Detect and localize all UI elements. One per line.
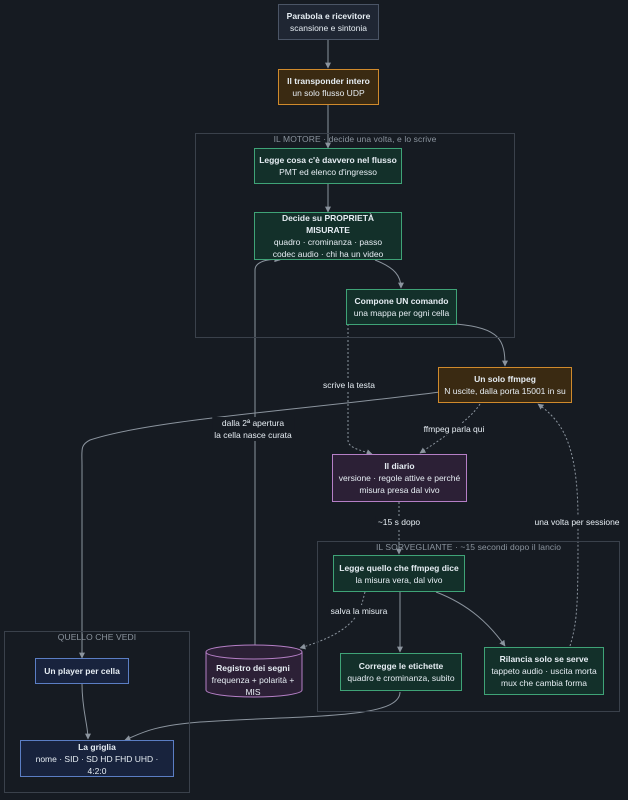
node-parabola-title: Parabola e ricevitore (286, 11, 371, 21)
edge-corregge-griglia (124, 691, 401, 741)
node-griglia-sub: nome · SID · SD HD FHD UHD · 4:2:0 (35, 753, 159, 776)
edge-label-seconda-apertura: dalla 2ª apertura la cella nasce curata (212, 417, 294, 441)
node-transponder-sub: un solo flusso UDP (292, 88, 365, 98)
node-legge-flusso-sub: PMT ed elenco d'ingresso (279, 167, 377, 177)
node-registro-title: Registro dei segni (216, 663, 290, 673)
node-compone-sub: una mappa per ogni cella (353, 308, 450, 318)
cluster-vedi: QUELLO CHE VEDI (4, 631, 190, 793)
node-griglia[interactable]: La griglia nome · SID · SD HD FHD UHD · … (20, 740, 174, 777)
node-compone[interactable]: Compone UN comando una mappa per ogni ce… (346, 289, 457, 325)
edge-legge-ffmpeg-rilancia (435, 591, 506, 647)
node-legge-flusso[interactable]: Legge cosa c'è davvero nel flusso PMT ed… (254, 148, 402, 184)
edge-player-griglia (81, 683, 91, 740)
node-corregge[interactable]: Corregge le etichette quadro e crominanz… (340, 653, 462, 691)
edge-label-dopo15: ~15 s dopo (375, 516, 423, 528)
cluster-vedi-title: QUELLO CHE VEDI (57, 632, 137, 642)
node-legge-ffmpeg[interactable]: Legge quello che ffmpeg dice la misura v… (333, 555, 465, 592)
node-registro-shape[interactable] (205, 644, 303, 698)
node-rilancia[interactable]: Rilancia solo se serve tappeto audio · u… (484, 647, 604, 695)
cluster-motore: IL MOTORE · decide una volta, e lo scriv… (195, 133, 515, 338)
node-decide-title: Decide su PROPRIETÀ MISURATE (281, 213, 375, 235)
node-rilancia-title: Rilancia solo se serve (499, 654, 589, 664)
node-corregge-sub: quadro e crominanza, subito (347, 673, 455, 683)
node-ffmpeg[interactable]: Un solo ffmpeg N uscite, dalla porta 150… (438, 367, 572, 403)
edge-legge-ffmpeg-registro (299, 591, 366, 650)
edge-label-seconda-apertura-line2: la cella nasce curata (214, 430, 292, 440)
node-decide[interactable]: Decide su PROPRIETÀ MISURATE quadro · cr… (254, 212, 402, 260)
edge-label-ffmpeg-parla: ffmpeg parla qui (421, 423, 487, 435)
node-diario[interactable]: Il diario versione · regole attive e per… (332, 454, 467, 502)
cluster-sorvegliante-title: IL SORVEGLIANTE · ~15 secondi dopo il la… (375, 542, 562, 552)
cluster-sorvegliante: IL SORVEGLIANTE · ~15 secondi dopo il la… (317, 541, 620, 712)
node-legge-ffmpeg-title: Legge quello che ffmpeg dice (339, 562, 459, 573)
edge-compone-diario (347, 324, 373, 456)
node-compone-title: Compone UN comando (354, 296, 449, 306)
node-parabola-sub: scansione e sintonia (289, 23, 368, 33)
node-parabola[interactable]: Parabola e ricevitore scansione e sinton… (278, 4, 379, 40)
node-corregge-title: Corregge le etichette (358, 661, 444, 671)
node-transponder[interactable]: Il transponder intero un solo flusso UDP (278, 69, 379, 105)
node-diario-sub: versione · regole attive e perché (338, 473, 461, 483)
node-rilancia-sub: tappeto audio · uscita morta (491, 666, 597, 676)
node-legge-flusso-title: Legge cosa c'è davvero nel flusso (259, 155, 397, 165)
edge-label-sessione: una volta per sessione (532, 516, 622, 528)
node-diario-title: Il diario (384, 461, 415, 471)
node-player[interactable]: Un player per cella (35, 658, 129, 684)
node-ffmpeg-sub: N uscite, dalla porta 15001 in su (444, 386, 566, 396)
node-registro: Registro dei segni frequenza + polarità … (206, 662, 300, 698)
node-legge-ffmpeg-sub: la misura vera, dal vivo (355, 574, 443, 585)
edge-label-seconda-apertura-line1: dalla 2ª apertura (221, 418, 285, 428)
node-diario-sub2: misura presa dal vivo (359, 485, 440, 495)
edge-ffmpeg-player (79, 391, 441, 659)
node-griglia-title: La griglia (78, 741, 116, 752)
node-rilancia-sub2: mux che cambia forma (501, 678, 587, 688)
node-player-title: Un player per cella (44, 666, 120, 676)
edge-rilancia-ffmpeg (537, 403, 579, 647)
cluster-motore-title: IL MOTORE · decide una volta, e lo scriv… (273, 134, 437, 144)
node-transponder-title: Il transponder intero (287, 76, 370, 86)
edge-decide-compone (374, 259, 404, 289)
node-ffmpeg-title: Un solo ffmpeg (474, 374, 536, 384)
node-decide-sub: quadro · crominanza · passo (273, 237, 383, 247)
edge-compone-ffmpeg (455, 323, 508, 367)
edge-label-scrive-testa: scrive la testa (321, 379, 377, 391)
edge-label-salva: salva la misura (328, 605, 390, 617)
node-decide-sub2: codec audio · chi ha un video (272, 249, 384, 259)
node-registro-sub: frequenza + polarità + MIS (211, 675, 295, 697)
